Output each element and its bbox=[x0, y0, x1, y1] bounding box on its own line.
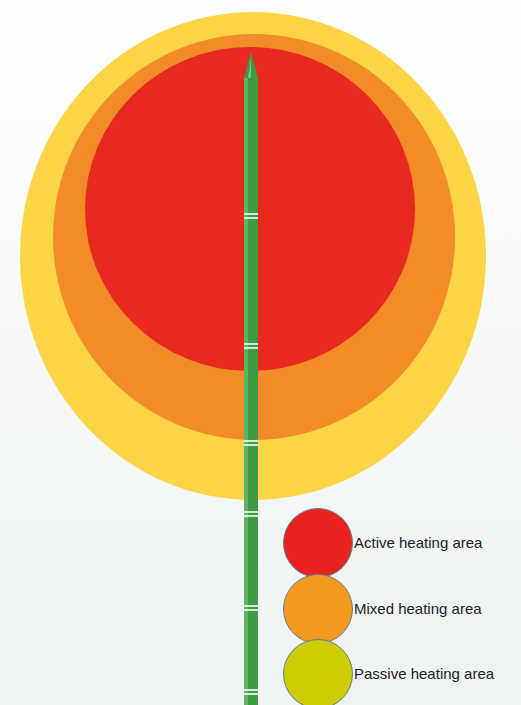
electrode-band bbox=[244, 213, 258, 215]
legend-label: Mixed heating area bbox=[354, 600, 482, 618]
electrode-band bbox=[244, 605, 258, 607]
legend-swatch bbox=[283, 574, 353, 644]
electrode-band bbox=[244, 343, 258, 345]
legend-swatch bbox=[283, 508, 353, 578]
electrode-band bbox=[244, 609, 258, 611]
electrode-band bbox=[244, 444, 258, 446]
electrode-band bbox=[244, 515, 258, 517]
legend-label: Active heating area bbox=[354, 534, 482, 552]
electrode-needle bbox=[244, 52, 258, 705]
electrode-band bbox=[244, 217, 258, 219]
legend-swatch bbox=[283, 639, 353, 705]
electrode-band bbox=[244, 440, 258, 442]
legend-label: Passive heating area bbox=[354, 665, 494, 683]
electrode-band bbox=[244, 689, 258, 691]
electrode-band bbox=[244, 347, 258, 349]
electrode-band bbox=[244, 511, 258, 513]
electrode-band bbox=[244, 693, 258, 695]
